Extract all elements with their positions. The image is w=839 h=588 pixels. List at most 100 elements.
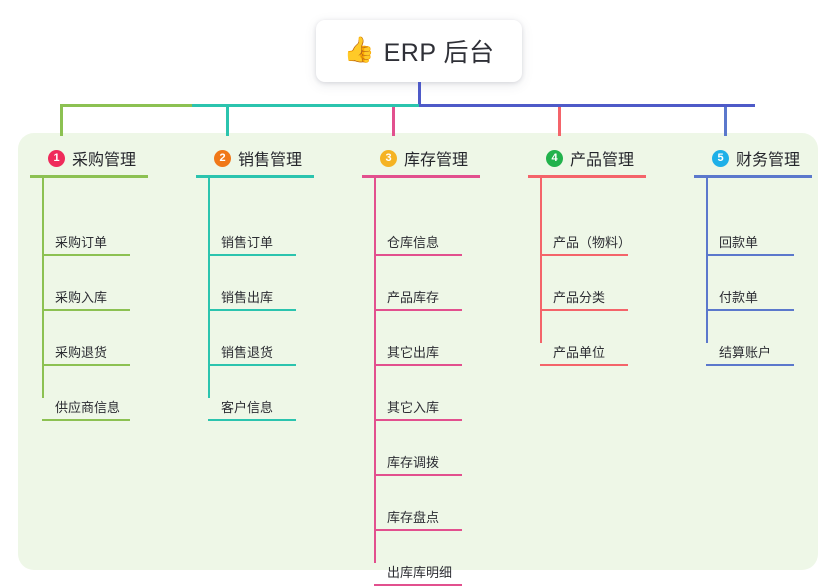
leaf-item-label: 销售出库 bbox=[221, 290, 274, 305]
column-title-2: 销售管理 bbox=[238, 152, 303, 169]
leaf-item[interactable]: 其它入库 bbox=[362, 369, 522, 424]
leaf-item[interactable]: 产品单位 bbox=[528, 314, 688, 369]
column-badge-3: 3 bbox=[380, 149, 397, 167]
column-header-2[interactable]: 2 销售管理 bbox=[196, 145, 356, 178]
leaf-item[interactable]: 产品分类 bbox=[528, 259, 688, 314]
column-spine-2 bbox=[208, 178, 210, 398]
column-badge-4: 4 bbox=[546, 149, 563, 167]
leaf-item-underline bbox=[374, 309, 462, 311]
column-spine-4 bbox=[540, 178, 542, 343]
leaf-list-2: 销售订单销售出库销售退货客户信息 bbox=[196, 204, 356, 424]
leaf-item-underline bbox=[208, 309, 296, 311]
leaf-item-underline bbox=[374, 474, 462, 476]
column-5: 5 财务管理回款单付款单结算账户 bbox=[694, 145, 839, 366]
leaf-item-underline bbox=[706, 254, 794, 256]
leaf-item-underline bbox=[374, 254, 462, 256]
leaf-item-label: 产品库存 bbox=[387, 290, 440, 305]
drop-line-1 bbox=[60, 107, 63, 136]
leaf-item-label: 结算账户 bbox=[719, 345, 772, 360]
column-2: 2 销售管理销售订单销售出库销售退货客户信息 bbox=[196, 145, 356, 421]
root-connector-stem bbox=[418, 82, 421, 106]
column-underline-5 bbox=[694, 175, 812, 178]
leaf-item-label: 产品（物料） bbox=[553, 235, 632, 250]
leaf-item-label: 产品分类 bbox=[553, 290, 606, 305]
column-underline-1 bbox=[30, 175, 148, 178]
column-title-3: 库存管理 bbox=[404, 152, 469, 169]
leaf-item[interactable]: 采购订单 bbox=[30, 204, 190, 259]
leaf-item[interactable]: 出库库明细 bbox=[362, 534, 522, 588]
leaf-item-label: 销售退货 bbox=[221, 345, 274, 360]
leaf-item[interactable]: 回款单 bbox=[694, 204, 839, 259]
column-badge-2: 2 bbox=[214, 149, 231, 167]
leaf-item-label: 出库库明细 bbox=[387, 565, 453, 580]
leaf-item-underline bbox=[374, 364, 462, 366]
drop-line-4 bbox=[558, 107, 561, 136]
leaf-item-label: 采购入库 bbox=[55, 290, 108, 305]
diagram-panel bbox=[18, 133, 818, 570]
leaf-item[interactable]: 产品库存 bbox=[362, 259, 522, 314]
leaf-item[interactable]: 销售出库 bbox=[196, 259, 356, 314]
leaf-item-underline bbox=[540, 254, 628, 256]
column-badge-5: 5 bbox=[712, 149, 729, 167]
leaf-item[interactable]: 销售退货 bbox=[196, 314, 356, 369]
leaf-item-label: 库存调拨 bbox=[387, 455, 440, 470]
leaf-item-label: 库存盘点 bbox=[387, 510, 440, 525]
leaf-item[interactable]: 其它出库 bbox=[362, 314, 522, 369]
leaf-item[interactable]: 仓库信息 bbox=[362, 204, 522, 259]
trunk-blue bbox=[419, 104, 755, 107]
leaf-item-underline bbox=[42, 309, 130, 311]
leaf-item-underline bbox=[208, 364, 296, 366]
leaf-item-underline bbox=[208, 419, 296, 421]
leaf-list-1: 采购订单采购入库采购退货供应商信息 bbox=[30, 204, 190, 424]
column-spine-3 bbox=[374, 178, 376, 563]
leaf-item-label: 仓库信息 bbox=[387, 235, 440, 250]
column-underline-3 bbox=[362, 175, 480, 178]
leaf-item-label: 客户信息 bbox=[221, 400, 274, 415]
column-4: 4 产品管理产品（物料） 产品分类产品单位 bbox=[528, 145, 688, 366]
leaf-list-3: 仓库信息产品库存其它出库其它入库库存调拨库存盘点出库库明细 bbox=[362, 204, 522, 588]
leaf-item[interactable]: 结算账户 bbox=[694, 314, 839, 369]
leaf-list-5: 回款单付款单结算账户 bbox=[694, 204, 839, 369]
leaf-item-label: 产品单位 bbox=[553, 345, 606, 360]
column-header-3[interactable]: 3 库存管理 bbox=[362, 145, 522, 178]
leaf-item[interactable]: 销售订单 bbox=[196, 204, 356, 259]
column-spine-1 bbox=[42, 178, 44, 398]
column-header-5[interactable]: 5 财务管理 bbox=[694, 145, 839, 178]
leaf-item[interactable]: 供应商信息 bbox=[30, 369, 190, 424]
leaf-item-underline bbox=[706, 309, 794, 311]
root-node-label: ERP 后台 bbox=[383, 39, 495, 67]
root-node[interactable]: 👍 ERP 后台 bbox=[316, 20, 522, 82]
drop-line-3 bbox=[392, 107, 395, 136]
column-spine-5 bbox=[706, 178, 708, 343]
leaf-item-underline bbox=[540, 364, 628, 366]
drop-line-2 bbox=[226, 107, 229, 136]
leaf-item[interactable]: 库存盘点 bbox=[362, 479, 522, 534]
leaf-item[interactable]: 客户信息 bbox=[196, 369, 356, 424]
leaf-item[interactable]: 付款单 bbox=[694, 259, 839, 314]
leaf-item[interactable]: 采购入库 bbox=[30, 259, 190, 314]
leaf-item-underline bbox=[42, 254, 130, 256]
column-badge-1: 1 bbox=[48, 149, 65, 167]
leaf-item-underline bbox=[374, 584, 462, 586]
leaf-list-4: 产品（物料） 产品分类产品单位 bbox=[528, 204, 688, 369]
column-title-4: 产品管理 bbox=[570, 152, 635, 169]
column-header-4[interactable]: 4 产品管理 bbox=[528, 145, 688, 178]
leaf-item-label: 其它出库 bbox=[387, 345, 440, 360]
column-title-5: 财务管理 bbox=[736, 152, 801, 169]
leaf-item[interactable]: 库存调拨 bbox=[362, 424, 522, 479]
leaf-item-label: 付款单 bbox=[719, 290, 759, 305]
leaf-item-label: 其它入库 bbox=[387, 400, 440, 415]
leaf-item-label: 供应商信息 bbox=[55, 400, 121, 415]
leaf-item[interactable]: 采购退货 bbox=[30, 314, 190, 369]
column-underline-2 bbox=[196, 175, 314, 178]
trunk-green bbox=[60, 104, 192, 107]
thumbs-up-icon: 👍 bbox=[343, 35, 375, 64]
leaf-item-underline bbox=[42, 419, 130, 421]
trunk-teal bbox=[192, 104, 419, 107]
leaf-item-underline bbox=[374, 529, 462, 531]
leaf-item[interactable]: 产品（物料） bbox=[528, 204, 688, 259]
leaf-item-label: 采购订单 bbox=[55, 235, 108, 250]
